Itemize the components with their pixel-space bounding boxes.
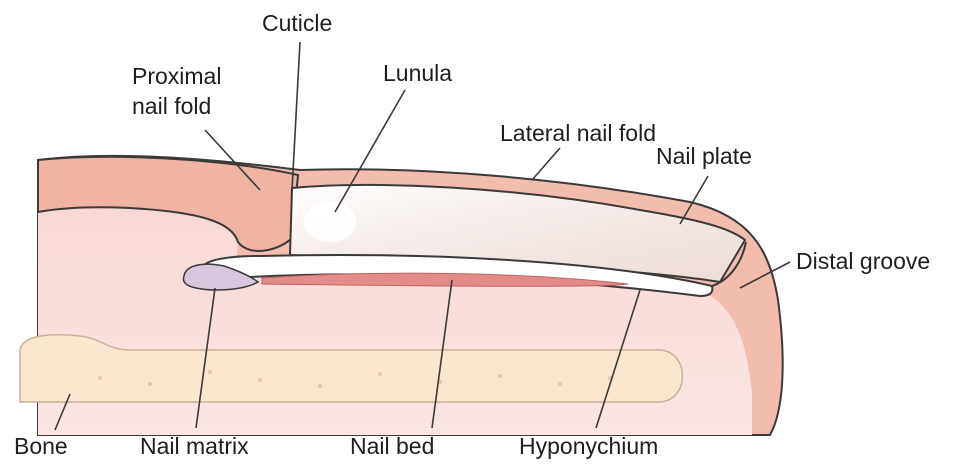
label-cuticle: Cuticle [262,8,332,38]
label-lateral-nail-fold: Lateral nail fold [500,118,656,148]
label-bone: Bone [14,431,68,461]
lunula-highlight [304,202,356,242]
label-nail-plate: Nail plate [656,141,752,171]
label-nail-bed: Nail bed [350,431,434,461]
label-nail-matrix: Nail matrix [140,431,249,461]
leader-lateral [532,148,560,180]
label-distal-groove: Distal groove [796,246,930,276]
label-lunula: Lunula [383,58,452,88]
label-hyponychium: Hyponychium [519,431,658,461]
leader-cuticle [292,42,300,190]
label-proximal-nail-fold: Proximal nail fold [132,61,221,121]
